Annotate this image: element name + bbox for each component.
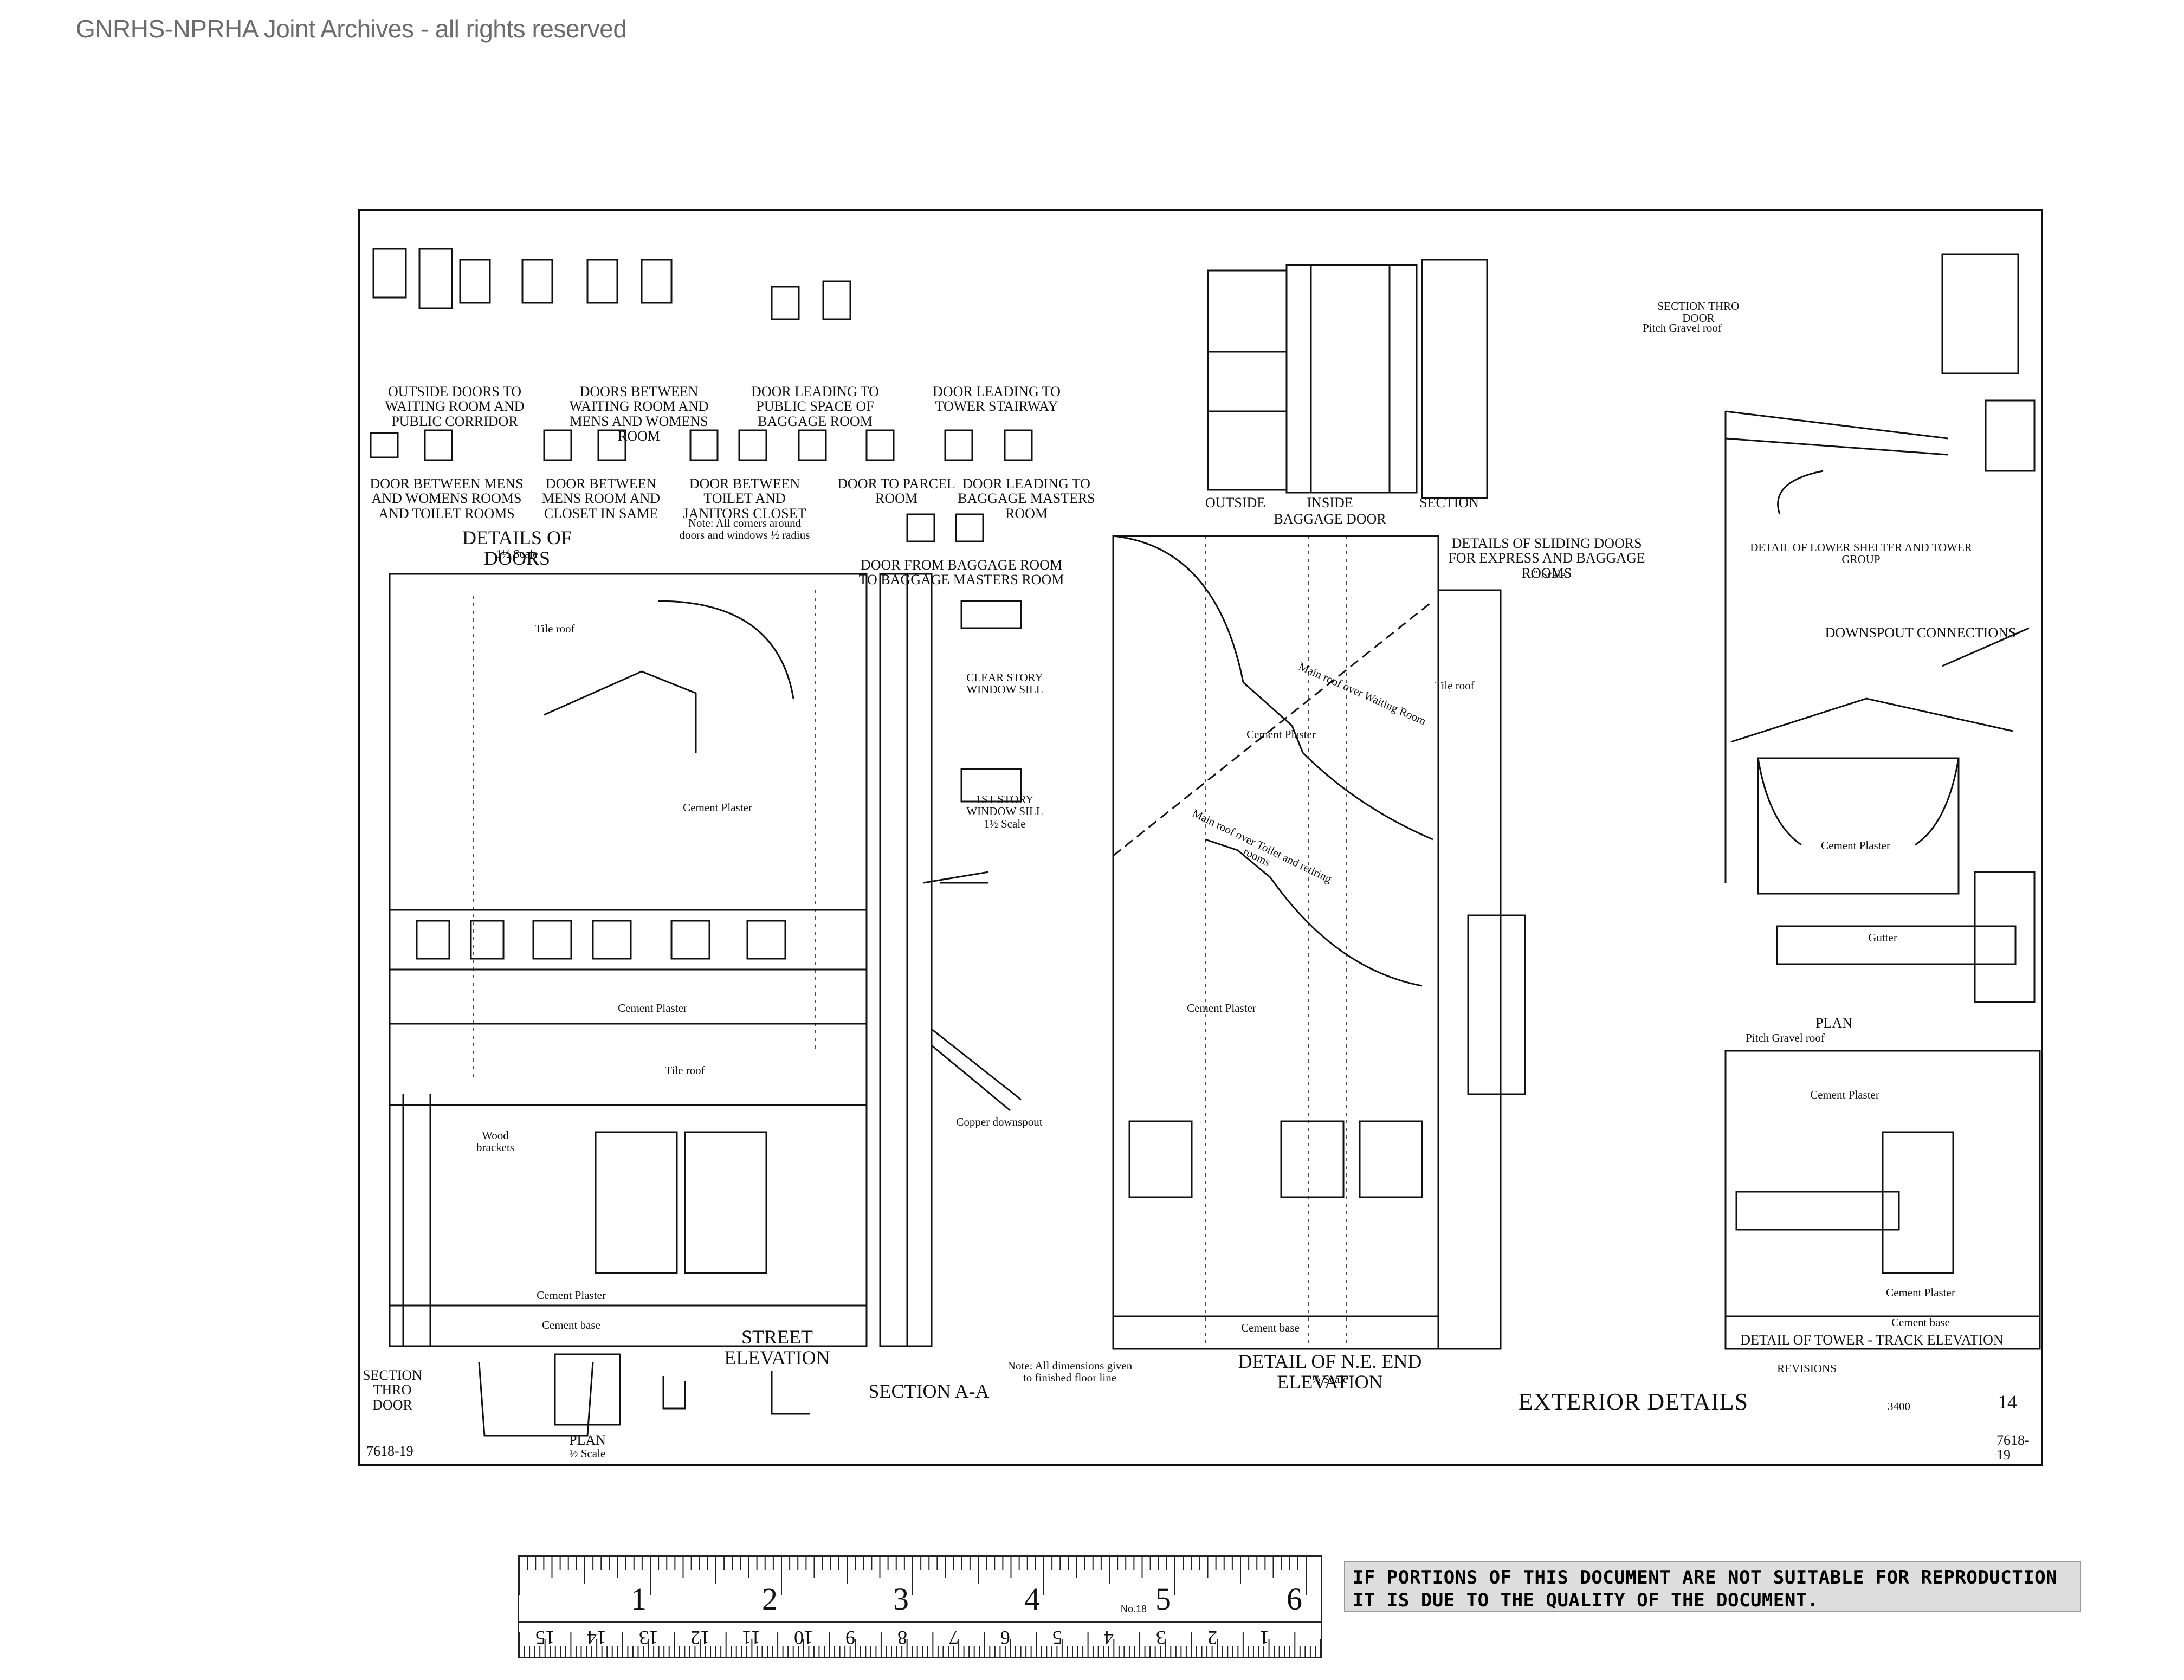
ruler-cm-label: 6 xyxy=(1000,1627,1011,1649)
note-door-arcs: Note: All corners around doors and windo… xyxy=(679,516,810,542)
street-elevation-title: STREET ELEVATION xyxy=(724,1326,830,1368)
sheet-title: EXTERIOR DETAILS xyxy=(1518,1388,1749,1415)
ruler-inch-label: 5 xyxy=(1155,1581,1171,1617)
door-caption-toilet-janitor: DOOR BETWEEN TOILET AND JANITORS CLOSET xyxy=(683,476,806,521)
section-thro-door-top: SECTION THRO DOOR xyxy=(1657,300,1740,325)
ne-elevation-scale: ½ Scale xyxy=(1311,1373,1348,1386)
tower-elevation-title: DETAIL OF TOWER - TRACK ELEVATION xyxy=(1740,1332,2004,1348)
sliding-doors-title: DETAILS OF SLIDING DOORS FOR EXPRESS AND… xyxy=(1448,535,1645,581)
doors-scale: 1½ Scale xyxy=(496,547,538,560)
ruler-cm-label: 7 xyxy=(949,1627,959,1649)
ruler-cm-label: 12 xyxy=(690,1627,710,1649)
plan-scale: ½ Scale xyxy=(569,1447,606,1460)
ruler-cm-label: 1 xyxy=(1259,1627,1269,1649)
ruler-cm-label: 3 xyxy=(1155,1627,1166,1649)
ruler-cm-label: 14 xyxy=(587,1627,607,1649)
tower-cement-plaster-lower-label: Cement Plaster xyxy=(1810,1088,1879,1101)
cement-plaster-base-label: Cement Plaster xyxy=(537,1289,606,1302)
ruler-cm-label: 10 xyxy=(793,1627,813,1649)
door-caption-baggage-master: DOOR LEADING TO BAGGAGE MASTERS ROOM xyxy=(958,476,1095,521)
blueprint-linework xyxy=(370,248,2041,1437)
blueprint-sheet: OUTSIDE DOORS TO WAITING ROOM AND PUBLIC… xyxy=(358,209,2043,1466)
archive-watermark: GNRHS-NPRHA Joint Archives - all rights … xyxy=(76,15,627,43)
sill-scale-label: 1½ Scale xyxy=(984,817,1026,830)
ne-cement-plaster-label: Cement Plaster xyxy=(1246,728,1316,741)
door-caption-public-baggage: DOOR LEADING TO PUBLIC SPACE OF BAGGAGE … xyxy=(751,384,879,429)
door-caption-mens-closet: DOOR BETWEEN MENS ROOM AND CLOSET IN SAM… xyxy=(541,476,661,521)
cement-plaster-band-label: Cement Plaster xyxy=(618,1001,687,1015)
lower-shelter-title: DETAIL OF LOWER SHELTER AND TOWER GROUP xyxy=(1750,541,1972,566)
door-caption-parcel: DOOR TO PARCEL ROOM xyxy=(837,476,955,507)
door-caption-mens-womens: DOOR BETWEEN MENS AND WOMENS ROOMS AND T… xyxy=(370,476,524,521)
cement-plaster-label: Cement Plaster xyxy=(683,801,752,814)
section-aa-title: SECTION A-A xyxy=(868,1380,990,1402)
door-caption-outside: OUTSIDE DOORS TO WAITING ROOM AND PUBLIC… xyxy=(385,384,525,429)
note-dimensions: Note: All dimensions given to finished f… xyxy=(1007,1359,1133,1385)
ruler-ticks xyxy=(519,1557,1321,1657)
ruler-cm-label: 2 xyxy=(1207,1627,1218,1649)
tile-roof-label: Tile roof xyxy=(535,622,575,635)
ne-tile-roof-label: Tile roof xyxy=(1435,679,1475,692)
section-thro-door-title: SECTION THRO DOOR xyxy=(363,1367,422,1413)
pitch-gravel-roof-label: Pitch Gravel roof xyxy=(1643,321,1722,334)
doors-title: DETAILS OF DOORS xyxy=(462,527,572,569)
door-caption-tower-stairway: DOOR LEADING TO TOWER STAIRWAY xyxy=(933,384,1061,415)
drawing-number-right: 7618-19 xyxy=(1996,1432,2030,1463)
sheet-number: 14 xyxy=(1998,1391,2017,1413)
revisions-label: REVISIONS xyxy=(1777,1362,1837,1375)
door-caption-waiting-room: DOORS BETWEEN WAITING ROOM AND MENS AND … xyxy=(569,384,709,444)
tower-cement-plaster-base-label: Cement Plaster xyxy=(1886,1286,1955,1299)
plan-title: PLAN xyxy=(569,1432,606,1448)
ruler-cm-label: 8 xyxy=(897,1627,907,1649)
tower-cement-plaster-label: Cement Plaster xyxy=(1821,839,1890,852)
ruler-inch-label: 6 xyxy=(1287,1581,1302,1617)
downspout-title: DOWNSPOUT CONNECTIONS xyxy=(1825,625,2017,641)
ruler-cm-label: 11 xyxy=(742,1627,761,1649)
ruler-cm-label: 5 xyxy=(1052,1627,1062,1649)
baggage-section-label: SECTION xyxy=(1419,495,1479,511)
wood-brackets-label: Wood brackets xyxy=(476,1129,514,1154)
tower-plan-title: PLAN xyxy=(1815,1015,1852,1031)
cement-base-label: Cement base xyxy=(542,1319,600,1332)
tower-cement-base-label: Cement base xyxy=(1891,1316,1950,1329)
ruler-cm-label: 13 xyxy=(638,1627,658,1649)
baggage-outside-label: OUTSIDE xyxy=(1205,495,1266,511)
ruler-cm-label: 4 xyxy=(1104,1627,1114,1649)
quality-notice-text: IF PORTIONS OF THIS DOCUMENT ARE NOT SUI… xyxy=(1353,1567,2058,1611)
ne-cement-base-label: Cement base xyxy=(1241,1321,1300,1334)
clear-story-sill-label: CLEAR STORY WINDOW SILL xyxy=(966,671,1043,696)
baggage-inside-label: INSIDE xyxy=(1307,495,1353,511)
drawing-number-left: 7618-19 xyxy=(366,1443,413,1459)
ruler-inch-label: 3 xyxy=(893,1581,909,1617)
ruler-inch-label: 4 xyxy=(1024,1581,1040,1617)
tower-pitch-gravel-label: Pitch Gravel roof xyxy=(1746,1031,1825,1044)
quality-notice: IF PORTIONS OF THIS DOCUMENT ARE NOT SUI… xyxy=(1344,1561,2081,1612)
copper-downspout-label: Copper downspout xyxy=(956,1115,1043,1128)
first-story-sill-label: 1ST STORY WINDOW SILL xyxy=(966,793,1043,818)
ne-elevation-title: DETAIL OF N.E. END ELEVATION xyxy=(1238,1351,1422,1393)
sliding-doors-scale: 3" Scale xyxy=(1528,568,1566,581)
ruler-cm-label: 9 xyxy=(845,1627,856,1649)
ruler-cm-label: 15 xyxy=(535,1627,555,1649)
tile-roof-lower-label: Tile roof xyxy=(665,1064,705,1077)
baggage-door-title: BAGGAGE DOOR xyxy=(1274,511,1386,527)
ruler-inch-label: 1 xyxy=(631,1581,647,1617)
sheet-page: 3400 xyxy=(1888,1400,1910,1413)
ruler-model: No.18 xyxy=(1121,1604,1147,1614)
ne-cement-plaster-lower-label: Cement Plaster xyxy=(1187,1001,1256,1015)
door-caption-baggage-room: DOOR FROM BAGGAGE ROOM TO BAGGAGE MASTER… xyxy=(858,557,1064,588)
gutter-label: Gutter xyxy=(1868,931,1897,944)
ruler-inch-label: 2 xyxy=(762,1581,778,1617)
